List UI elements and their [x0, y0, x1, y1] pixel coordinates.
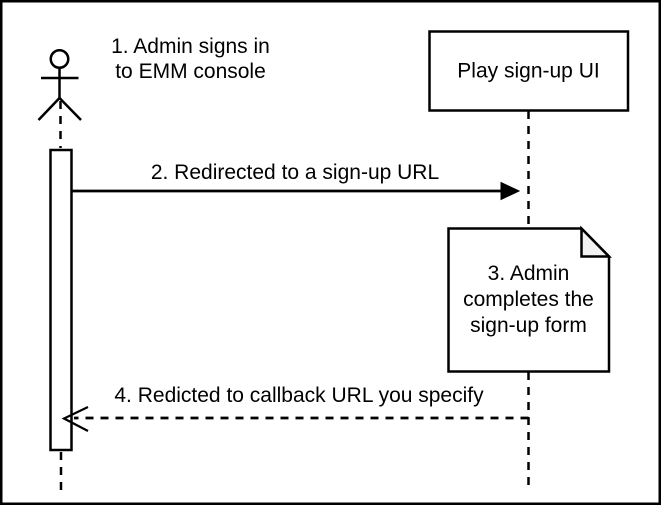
filled-arrowhead-right-icon — [500, 181, 521, 201]
message-redirect-arrow — [72, 181, 521, 201]
stick-figure-actor-icon — [37, 49, 82, 121]
admin-activation-bar — [49, 148, 73, 452]
step1-label: 1. Admin signs in to EMM console — [88, 34, 293, 84]
step3-note-line1: 3. Admin — [487, 262, 570, 285]
actor-head — [49, 49, 70, 69]
message-callback-arrow — [61, 406, 529, 432]
step1-label-line1: 1. Admin signs in — [111, 35, 270, 58]
step3-note-line3: sign-up form — [470, 314, 587, 337]
open-arrowhead-left-icon — [61, 406, 89, 432]
note-body — [447, 227, 611, 373]
step4-message-label: 4. Redicted to callback URL you specify — [114, 384, 484, 407]
step1-label-line2: to EMM console — [115, 60, 266, 83]
step3-note-label: 3. Admin completes the sign-up form — [463, 261, 594, 339]
step2-message-label: 2. Redirected to a sign-up URL — [150, 161, 440, 184]
actor-left-leg — [37, 97, 61, 121]
step3-note-line2: completes the — [463, 288, 594, 311]
note-fold-corner-icon — [580, 225, 612, 258]
play-signup-ui-box — [428, 30, 630, 112]
play-signup-ui-label: Play sign-up UI — [457, 59, 600, 82]
note-shape — [447, 225, 612, 373]
actor-right-leg — [58, 97, 82, 121]
